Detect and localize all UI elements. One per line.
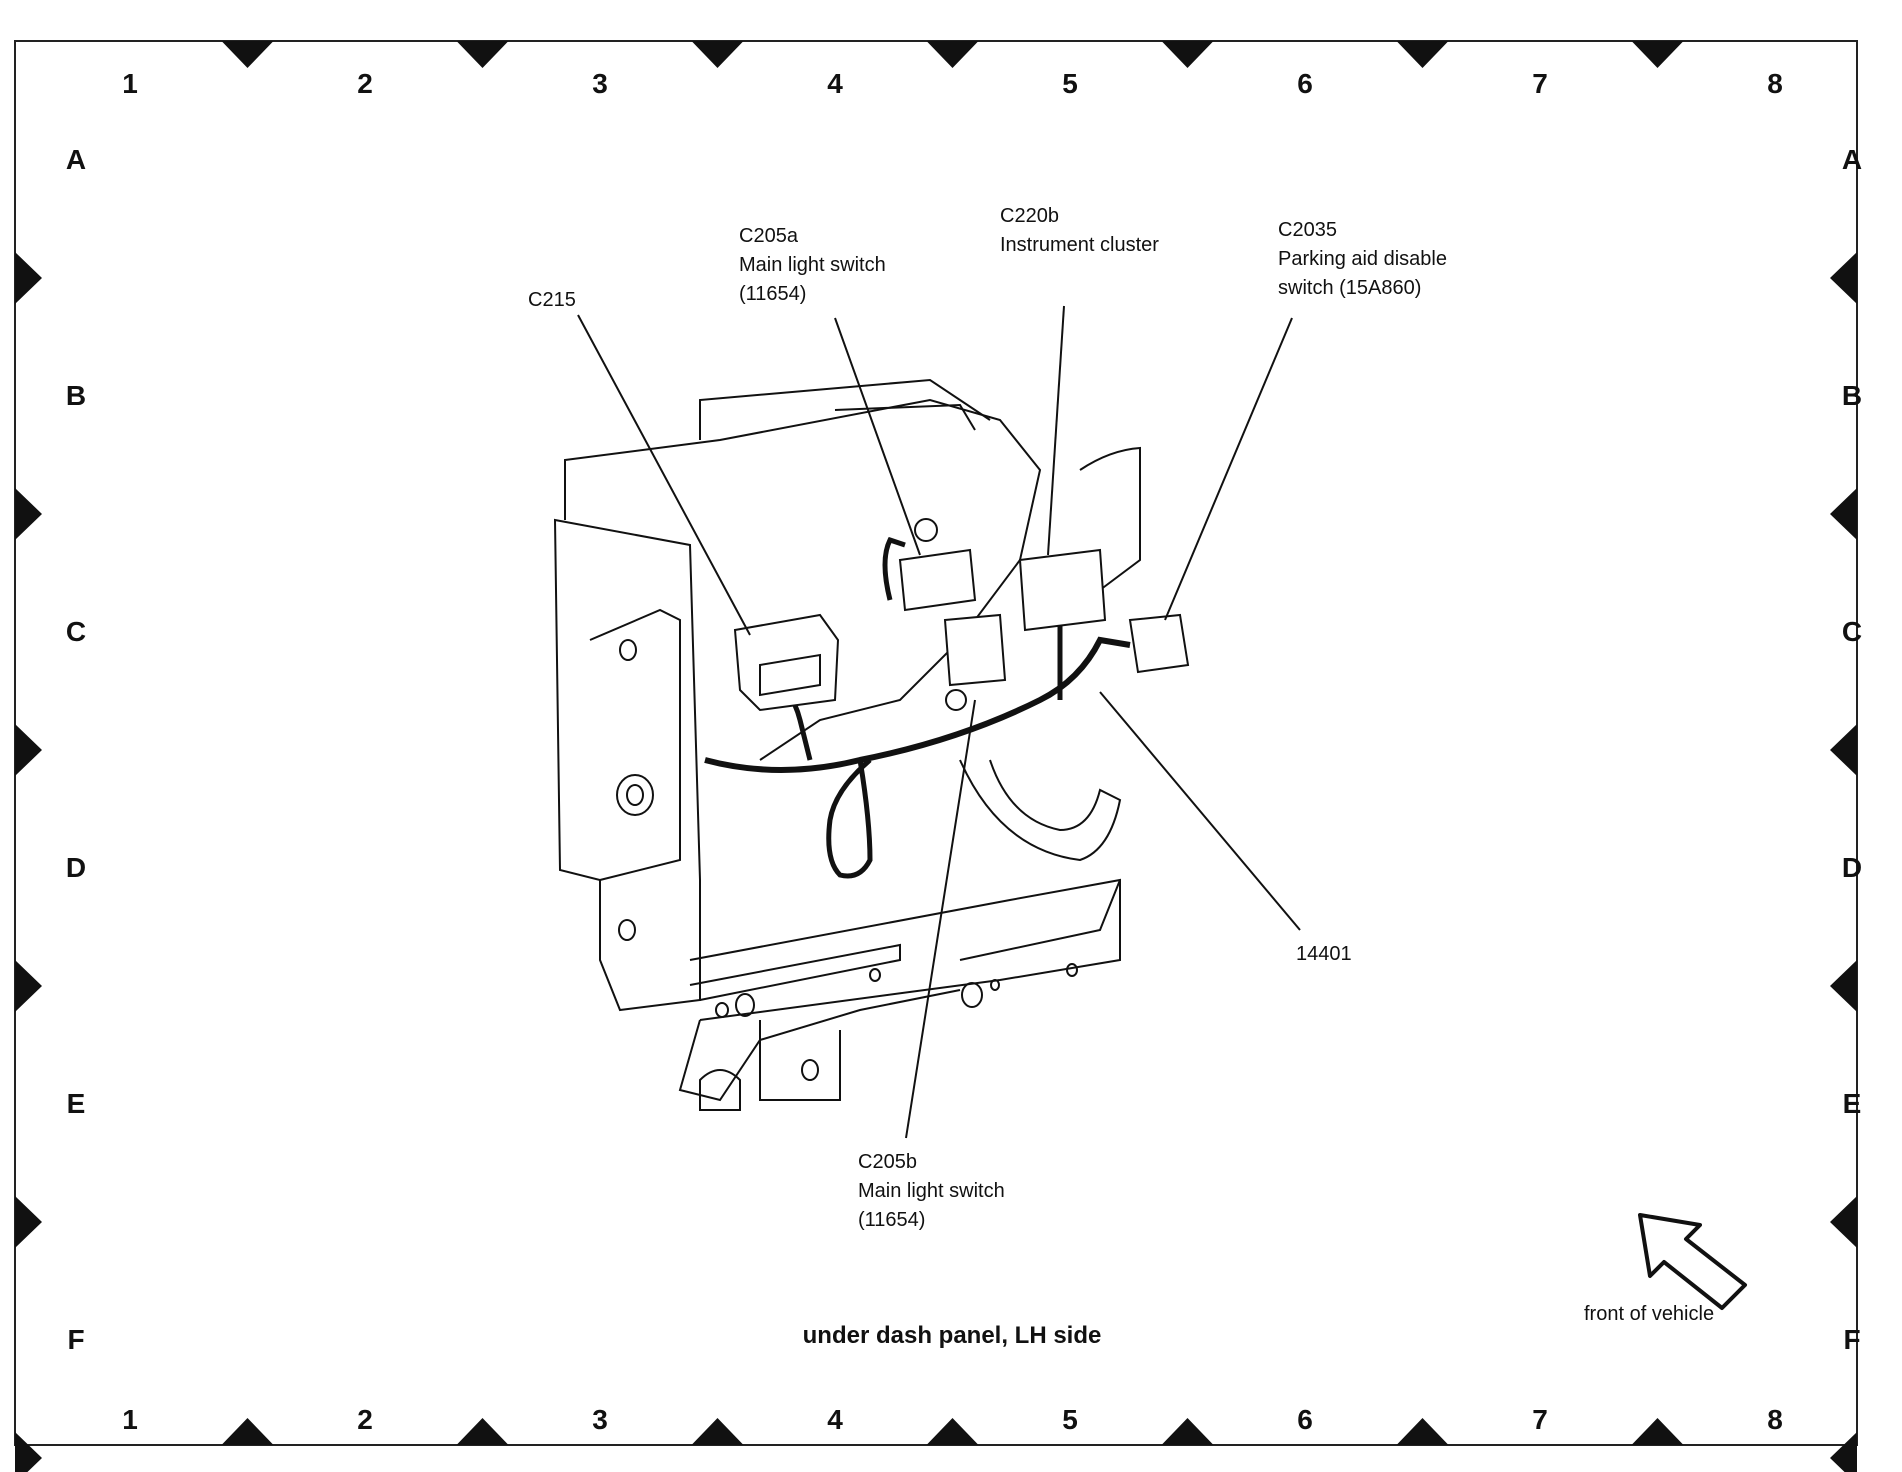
grid-row-left-C: C bbox=[65, 616, 87, 647]
label-c205b-line3: (11654) bbox=[858, 1209, 926, 1231]
label-c220b-line2: Instrument cluster bbox=[1000, 234, 1159, 256]
border-marker-left bbox=[15, 1196, 42, 1248]
label-c220b-line1: C220b bbox=[1000, 205, 1059, 227]
leader-c205a bbox=[834, 317, 921, 556]
border-marker-top bbox=[221, 41, 274, 68]
border-marker-bottom bbox=[1631, 1418, 1684, 1445]
label-c205b-line2: Main light switch bbox=[858, 1180, 1005, 1202]
border-marker-bottom bbox=[926, 1418, 979, 1445]
border-marker-right bbox=[1830, 488, 1857, 540]
front-of-vehicle-label: front of vehicle bbox=[1584, 1303, 1715, 1325]
border-marker-left bbox=[15, 252, 42, 304]
grid-column-bottom-5: 5 bbox=[1062, 1404, 1078, 1435]
border-marker-right bbox=[1830, 724, 1857, 776]
border-marker-right bbox=[1830, 1432, 1857, 1472]
front-of-vehicle-arrow bbox=[1638, 1213, 1747, 1310]
label-c205a-line2: Main light switch bbox=[739, 254, 886, 276]
label-c205b-line1: C205b bbox=[858, 1151, 917, 1173]
grid-row-right-F: F bbox=[1843, 1324, 1861, 1355]
grid-column-top-2: 2 bbox=[357, 68, 373, 99]
grid-row-left-B: B bbox=[65, 380, 87, 411]
border-marker-bottom bbox=[221, 1418, 274, 1445]
grid-column-bottom-1: 1 bbox=[122, 1404, 138, 1435]
grid-row-left-A: A bbox=[65, 144, 87, 175]
grid-row-right-D: D bbox=[1841, 852, 1863, 883]
leader-lines bbox=[577, 305, 1301, 1139]
border-marker-top bbox=[926, 41, 979, 68]
border-marker-left bbox=[15, 488, 42, 540]
grid-column-top-8: 8 bbox=[1767, 68, 1783, 99]
label-c205a: C205a Main light switch (11654) bbox=[739, 222, 886, 309]
label-c205b: C205b Main light switch (11654) bbox=[858, 1148, 1005, 1235]
label-c2035-line2: Parking aid disable bbox=[1278, 248, 1447, 270]
border-marker-bottom bbox=[1396, 1418, 1449, 1445]
leader-c215 bbox=[577, 314, 751, 636]
border-marker-left bbox=[15, 724, 42, 776]
border-marker-top bbox=[1396, 41, 1449, 68]
grid-column-top-4: 4 bbox=[827, 68, 843, 99]
dash-panel-illustration bbox=[553, 378, 1190, 1111]
grid-row-left-F: F bbox=[67, 1324, 85, 1355]
label-c205a-line3: (11654) bbox=[739, 283, 807, 305]
leader-14401 bbox=[1099, 691, 1301, 931]
grid-column-bottom-3: 3 bbox=[592, 1404, 608, 1435]
label-14401: 14401 bbox=[1296, 943, 1352, 965]
border-marker-right bbox=[1830, 960, 1857, 1012]
grid-column-top-6: 6 bbox=[1297, 68, 1313, 99]
border-marker-top bbox=[456, 41, 509, 68]
grid-column-top-5: 5 bbox=[1062, 68, 1078, 99]
label-c215: C215 bbox=[528, 289, 576, 311]
border-marker-top bbox=[1631, 41, 1684, 68]
grid-column-bottom-2: 2 bbox=[357, 1404, 373, 1435]
grid-column-bottom-8: 8 bbox=[1767, 1404, 1783, 1435]
grid-column-top-7: 7 bbox=[1532, 68, 1548, 99]
leader-c220b bbox=[1047, 305, 1065, 556]
label-c2035-line1: C2035 bbox=[1278, 219, 1337, 241]
label-c2035: C2035 Parking aid disable switch (15A860… bbox=[1278, 216, 1447, 303]
label-c205a-line1: C205a bbox=[739, 225, 798, 247]
border-markers bbox=[15, 41, 1857, 1472]
grid-column-bottom-6: 6 bbox=[1297, 1404, 1313, 1435]
grid-row-left-E: E bbox=[66, 1088, 86, 1119]
border-marker-left bbox=[15, 960, 42, 1012]
border-marker-top bbox=[1161, 41, 1214, 68]
border-marker-right bbox=[1830, 1196, 1857, 1248]
grid-column-top-1: 1 bbox=[122, 68, 138, 99]
grid-row-right-E: E bbox=[1842, 1088, 1862, 1119]
label-c2035-line3: switch (15A860) bbox=[1278, 277, 1422, 299]
border-marker-bottom bbox=[1161, 1418, 1214, 1445]
grid-column-bottom-7: 7 bbox=[1532, 1404, 1548, 1435]
diagram-caption: under dash panel, LH side bbox=[802, 1322, 1102, 1349]
grid-row-right-B: B bbox=[1841, 380, 1863, 411]
border-marker-bottom bbox=[691, 1418, 744, 1445]
grid-row-right-C: C bbox=[1841, 616, 1863, 647]
border-marker-right bbox=[1830, 252, 1857, 304]
label-c220b: C220b Instrument cluster bbox=[1000, 202, 1159, 260]
leader-c2035 bbox=[1164, 317, 1293, 621]
grid-row-right-A: A bbox=[1841, 144, 1863, 175]
grid-row-left-D: D bbox=[65, 852, 87, 883]
border-marker-top bbox=[691, 41, 744, 68]
border-marker-bottom bbox=[456, 1418, 509, 1445]
border-marker-left bbox=[15, 1432, 42, 1472]
grid-column-bottom-4: 4 bbox=[827, 1404, 843, 1435]
grid-column-top-3: 3 bbox=[592, 68, 608, 99]
leader-c205b bbox=[905, 699, 976, 1139]
